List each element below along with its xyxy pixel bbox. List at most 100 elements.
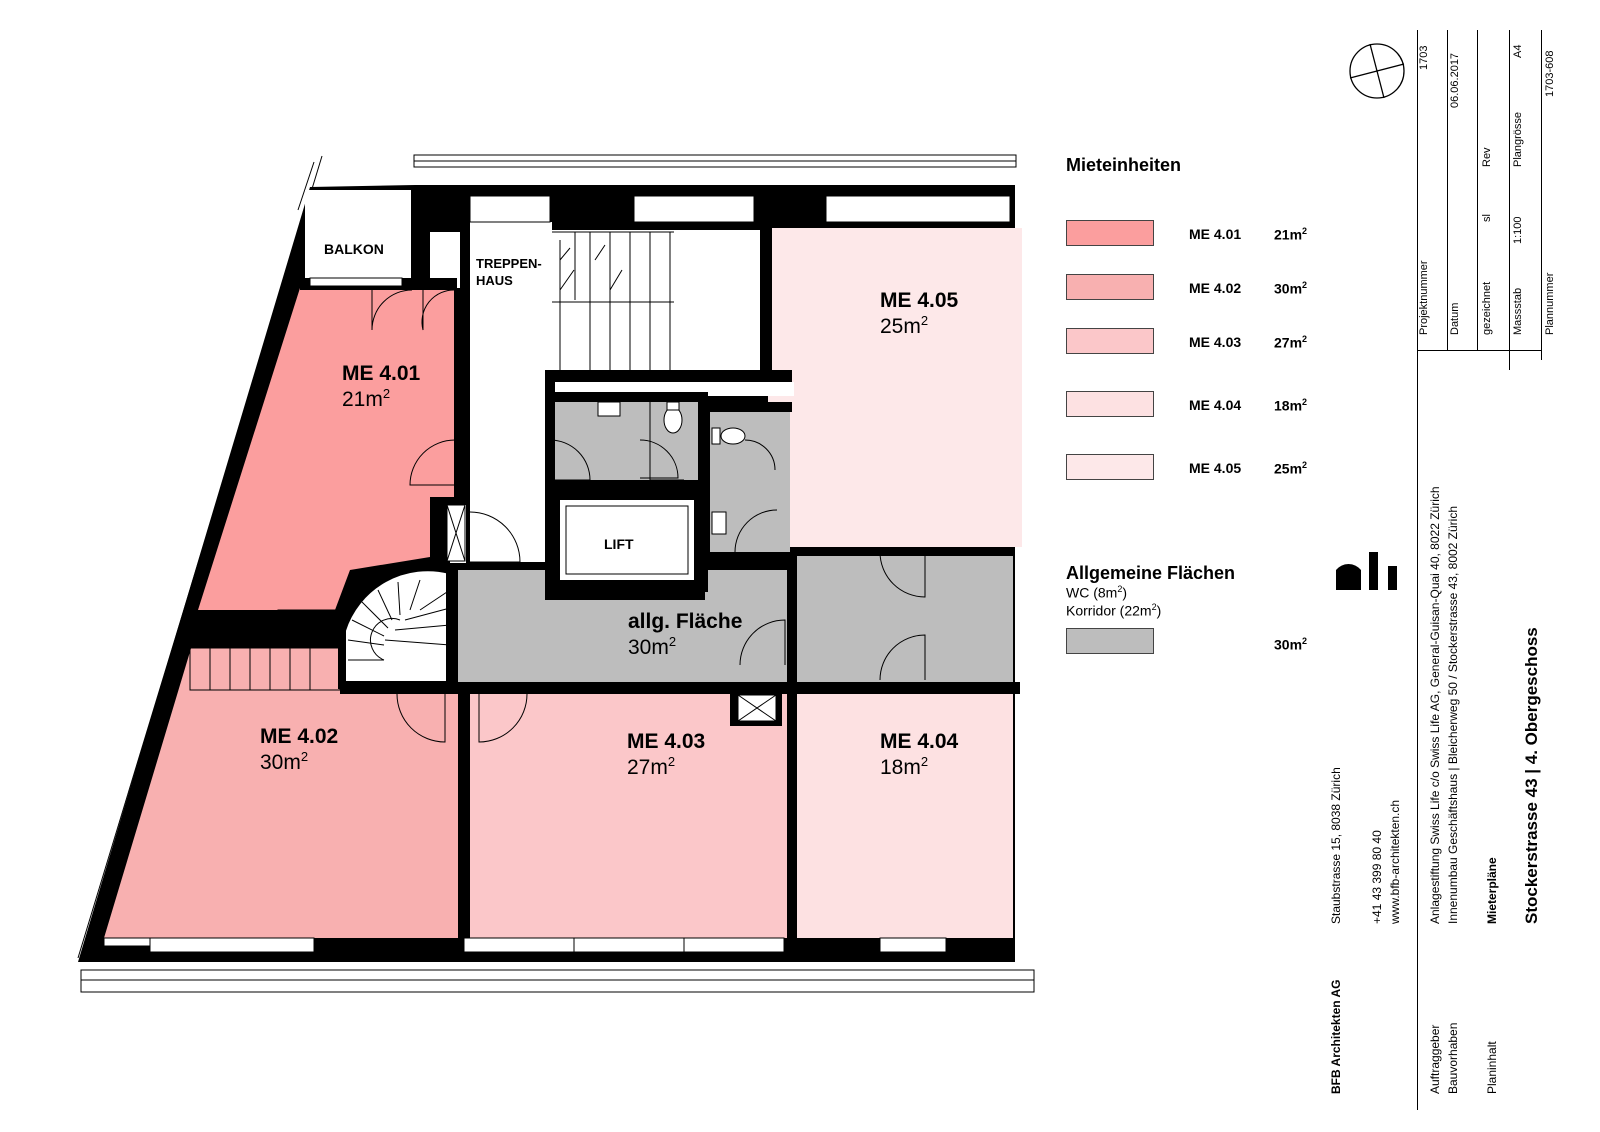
room-id: ME 4.05 [880,289,959,312]
datum-label: Datum [1449,302,1461,335]
room-fill-me405 [768,228,1022,547]
legend-id: ME 4.02 [1189,280,1242,296]
firm-web[interactable]: www.bfb-architekten.ch [1388,799,1402,924]
legend-swatch [1066,454,1154,480]
legend-area: 27m2 [1274,334,1307,351]
bauvorhaben-value: Innenumbau Geschäftshaus | Bleicherweg 5… [1446,505,1460,924]
legend-area-sup: 2 [1302,334,1308,344]
legend-general-wc: WC (8m2) [1066,584,1127,601]
legend-korr-close: ) [1156,602,1162,619]
legend-swatch [1066,328,1154,354]
balcony-rail-top [413,154,1017,168]
room-label-me404: ME 4.04 18m2 [880,730,958,780]
gezeichnet-label: gezeichnet [1481,281,1493,335]
auftraggeber-value: Anlagestiftung Swiss Life c/o Swiss Life… [1428,486,1442,924]
room-id: ME 4.02 [260,725,339,748]
lift [552,492,702,588]
room-fill-me402 [104,645,458,938]
balcony-rail-bottom [80,969,1035,993]
room-label-me403: ME 4.03 27m2 [627,730,705,780]
projektnummer-value: 1703 [1418,45,1430,70]
bfb-logo [1336,552,1397,590]
legend-area-sup: 2 [1302,460,1308,470]
legend-area-value: 21m [1274,226,1303,243]
room-id: ME 4.04 [880,730,959,753]
room-fill-me403 [467,693,787,938]
legend-area-value: 18m [1274,397,1303,414]
plannummer-value: 1703-608 [1544,50,1556,98]
stair-label: TREPPEN- HAUS [476,255,542,289]
room-area: 21m [342,388,383,411]
stair-label-line1: TREPPEN- [476,256,542,271]
planinhalt-value: Mieterpläne [1485,857,1499,924]
legend-wc-close: ) [1122,584,1128,601]
room-id: ME 4.01 [342,362,421,385]
balcony-fill [305,190,411,280]
general-area-value: 30m [628,636,669,659]
legend-korr-text: Korridor (22m [1066,602,1152,619]
room-fill-me404 [796,693,1013,938]
titleblock-rule-7 [1509,30,1510,350]
room-id: ME 4.03 [627,730,706,753]
legend-area-sup: 2 [1302,397,1308,407]
plangroesse-label: Plangrösse [1512,111,1524,167]
lift-label: LIFT [604,536,634,552]
room-fill-me405-strip [768,228,804,368]
gezeichnet-value: sl [1481,214,1493,222]
auftraggeber-label: Auftraggeber [1428,1024,1442,1094]
legend-general-area-sup: 2 [1302,636,1308,646]
firm-address: Staubstrasse 15, 8038 Zürich [1329,767,1343,924]
room-area-sup: 2 [300,749,309,764]
projektnummer-label: Projektnummer [1418,260,1430,335]
titleblock-rule-3 [1417,350,1447,351]
legend-wc-text: WC (8m [1066,584,1118,601]
legend-wc-sup: 2 [1117,584,1123,594]
room-area: 30m [260,751,301,774]
plangroesse-value: A4 [1512,44,1524,58]
wc-fixtures [597,401,746,535]
room-area-sup: 2 [667,754,676,769]
general-area-name: allg. Fläche [628,610,743,633]
legend-general-korridor: Korridor (22m2) [1066,602,1161,619]
legend-id: ME 4.05 [1189,460,1242,476]
firm-phone: +41 43 399 80 40 [1370,830,1384,924]
datum-value: 06.06.2017 [1449,52,1461,108]
legend-swatch [1066,274,1154,300]
legend-id: ME 4.03 [1189,334,1242,350]
room-area-sup: 2 [920,754,929,769]
titleblock-rule-10 [1509,350,1510,370]
balkon-label: BALKON [324,241,384,257]
legend-area: 18m2 [1274,397,1307,414]
north-arrow-icon [1349,43,1405,99]
titleblock-rule-8 [1541,30,1542,360]
legend-area-sup: 2 [1302,280,1308,290]
legend-korr-sup: 2 [1151,602,1157,612]
room-area: 27m [627,756,668,779]
titleblock-rule-6 [1477,30,1478,350]
legend-title: Mieteinheiten [1066,155,1182,175]
legend-area-value: 25m [1274,460,1303,477]
room-area: 18m [880,756,921,779]
legend-area-value: 30m [1274,280,1303,297]
room-area-sup: 2 [920,313,929,328]
plan-title: Stockerstrasse 43 | 4. Obergeschoss [1522,627,1541,924]
inner-walls [182,190,1020,938]
titleblock-rule-1 [1417,30,1418,350]
legend-swatch [1066,220,1154,246]
legend-swatch [1066,391,1154,417]
legend-area: 21m2 [1274,226,1307,243]
legend-area-value: 27m [1274,334,1303,351]
bauvorhaben-label: Bauvorhaben [1446,1022,1460,1094]
room-label-general: allg. Fläche 30m2 [628,610,742,660]
legend-general-swatch [1066,628,1154,654]
general-area-sup: 2 [668,634,677,649]
titleblock-rule-2 [1417,350,1418,1110]
room-label-me402: ME 4.02 30m2 [260,725,338,775]
firm-name: BFB Architekten AG [1329,979,1343,1094]
room-area-sup: 2 [382,386,391,401]
spiral-stair [338,563,454,689]
legend-general-area-value: 30m [1274,636,1303,653]
titleblock-rule-4 [1447,350,1477,351]
stair-lines [189,231,674,691]
